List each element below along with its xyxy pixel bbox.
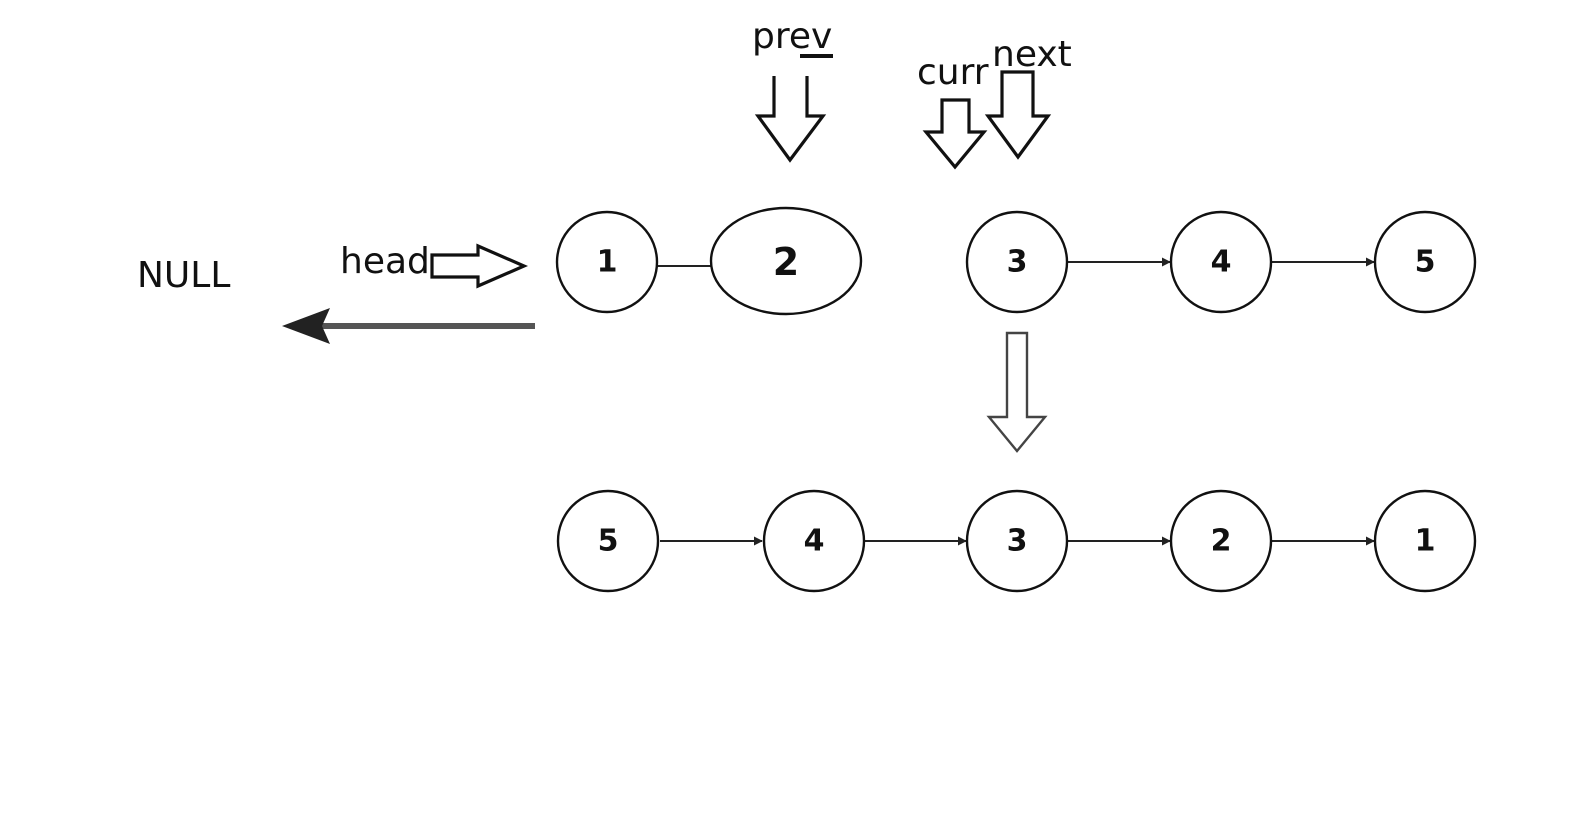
row2-node-4: 4 [762,489,866,593]
curr-down-arrow-icon [922,98,988,170]
row1-node-5: 5 [1373,210,1477,314]
svg-text:5: 5 [598,524,619,559]
svg-text:1: 1 [1415,524,1436,559]
transform-down-arrow-icon [986,331,1048,453]
svg-text:4: 4 [1211,245,1232,280]
row1-node-2: 2 [709,206,863,316]
prev-down-arrow-icon [754,76,827,163]
left-solid-arrow-icon [282,308,330,344]
row2-node-2: 2 [1169,489,1273,593]
next-label: next [992,34,1072,75]
prev-label: prev [752,16,832,57]
row2-node-1: 1 [1373,489,1477,593]
row2-node-3: 3 [965,489,1069,593]
svg-text:1: 1 [597,245,618,280]
svg-text:2: 2 [773,240,799,284]
svg-text:5: 5 [1415,245,1436,280]
null-label: NULL [137,255,230,296]
row1-node-4: 4 [1169,210,1273,314]
next-down-arrow-icon [984,70,1052,160]
head-label: head [340,241,430,282]
curr-label: curr [917,52,989,93]
svg-text:3: 3 [1007,245,1028,280]
row2-node-5: 5 [556,489,660,593]
svg-text:4: 4 [804,524,825,559]
row1-node-1: 1 [555,210,659,314]
svg-text:2: 2 [1211,524,1232,559]
svg-text:3: 3 [1007,524,1028,559]
row1-node-3: 3 [965,210,1069,314]
prev-underline [800,54,833,58]
right-hollow-arrow-icon [430,243,529,289]
